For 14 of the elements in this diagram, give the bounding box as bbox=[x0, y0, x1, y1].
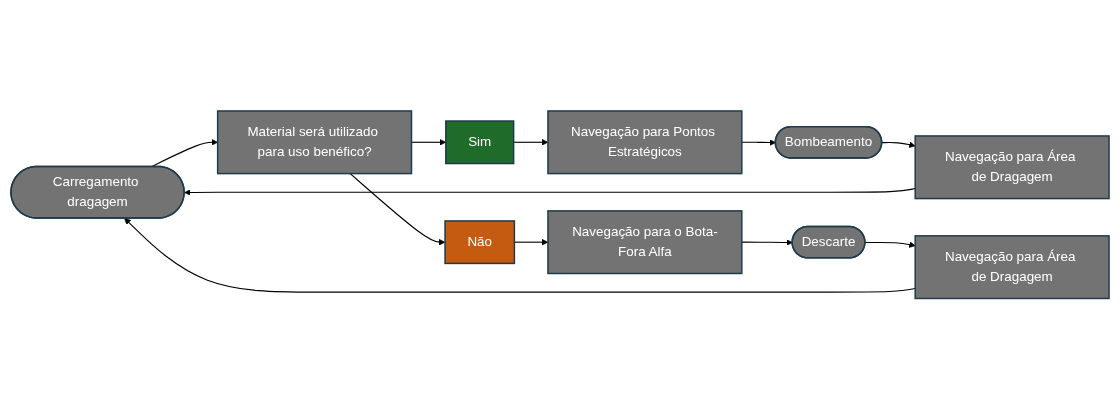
node-box: Navegação para o Bota-Fora Alfa bbox=[547, 209, 743, 275]
arrow bbox=[741, 239, 793, 246]
arrow bbox=[184, 187, 916, 196]
arrow bbox=[864, 241, 916, 248]
arrow bbox=[881, 141, 916, 148]
node-box: Navegação para Pontos Estratégicos bbox=[547, 110, 743, 175]
node-box: Sim bbox=[445, 120, 515, 165]
arrow bbox=[349, 172, 446, 246]
arrow bbox=[124, 217, 916, 293]
node-box: Não bbox=[444, 219, 516, 264]
node-box: Navegação para Área de Dragagem bbox=[914, 134, 1110, 200]
node-box: Navegação para Área de Dragagem bbox=[914, 234, 1110, 299]
arrow bbox=[741, 139, 776, 146]
node-box: Material será utilizado para uso benéfico? bbox=[216, 110, 413, 175]
